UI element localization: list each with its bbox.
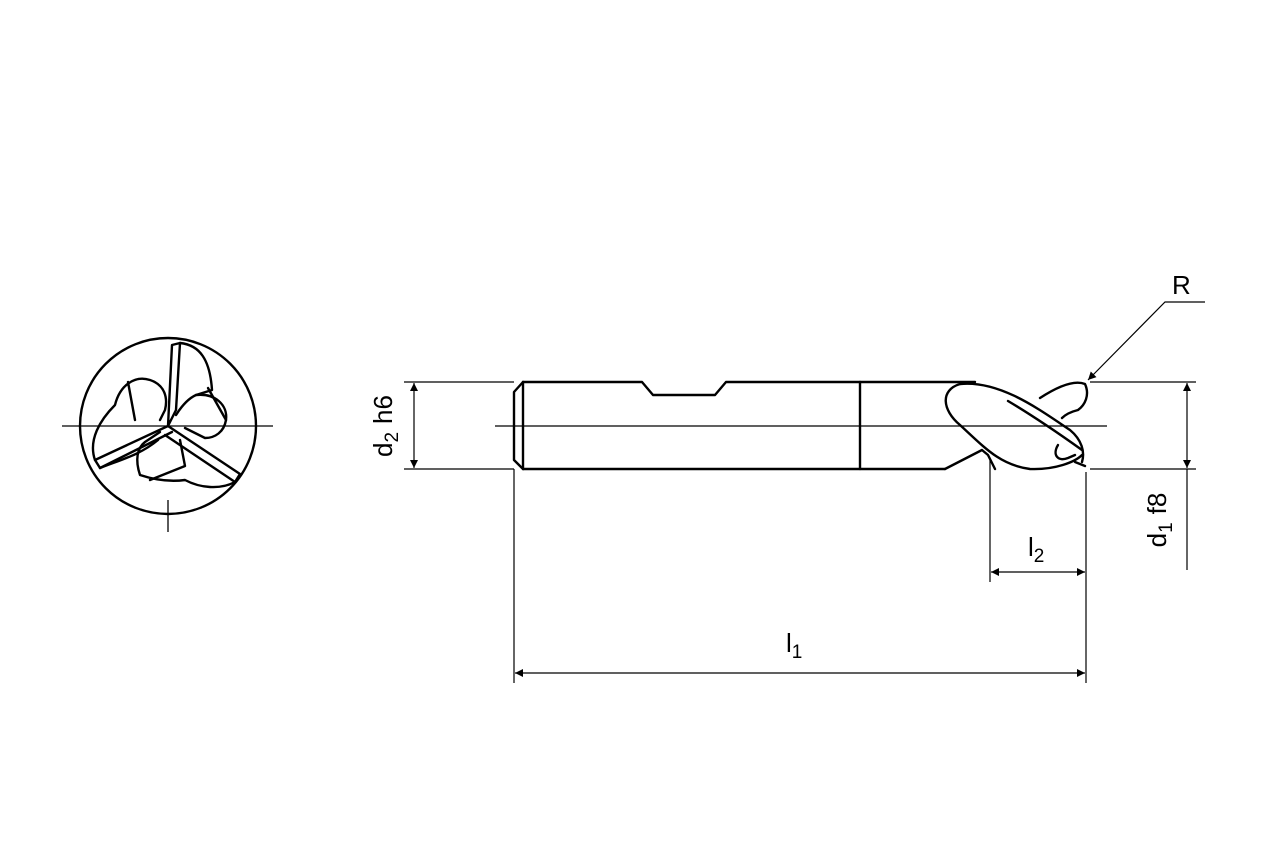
label-r: R (1172, 270, 1191, 300)
radius-leader: R (1087, 270, 1205, 381)
shank-chamfer (512, 380, 525, 471)
dimension-l1: l1 (513, 469, 1085, 683)
side-view (495, 380, 1107, 471)
dimension-d2: d2h6 (368, 381, 514, 470)
label-l1: l1 (786, 628, 802, 663)
end-view (62, 336, 273, 532)
flute-profiles (91, 341, 242, 489)
dimension-d1: d1f8 (1090, 381, 1196, 570)
shank-top-with-flat (521, 380, 977, 397)
dimension-l2: l2 (989, 460, 1087, 683)
label-d2-h6: d2h6 (368, 395, 403, 457)
label-l2: l2 (1028, 532, 1044, 567)
cutting-head (943, 381, 1089, 471)
label-d1-f8: d1f8 (1142, 493, 1177, 548)
